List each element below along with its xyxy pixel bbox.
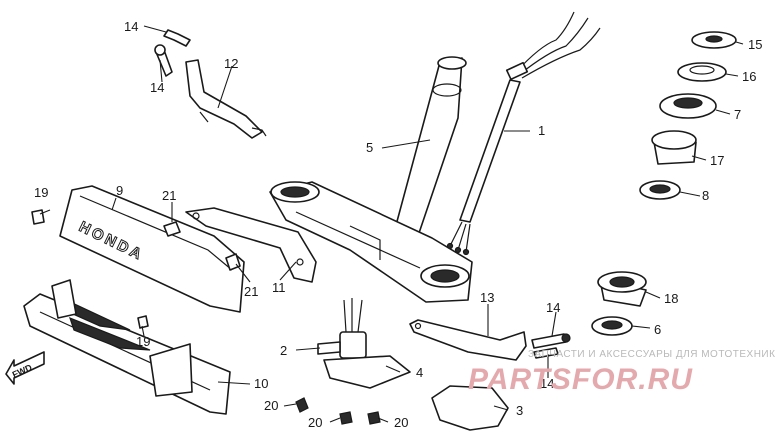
steering-stem — [269, 56, 473, 303]
callout-5: 5 — [366, 140, 373, 155]
lower-bearing — [591, 271, 647, 336]
watermark: ЗАПЧАСТИ И АКСЕССУАРЫ ДЛЯ МОТОТЕХНИКИ PA… — [468, 349, 776, 396]
callout-3: 3 — [516, 403, 523, 418]
callout-15: 15 — [748, 37, 762, 52]
switch-assembly — [317, 298, 411, 389]
forward-arrow: FWD — [5, 351, 45, 385]
cover-3 — [431, 385, 509, 431]
callout-14-b: 14 — [150, 80, 164, 95]
callout-8: 8 — [702, 188, 709, 203]
watermark-caption: ЗАПЧАСТИ И АКСЕССУАРЫ ДЛЯ МОТОТЕХНИКИ — [528, 349, 776, 360]
headlight-cowl: HONDA — [59, 185, 245, 313]
callout-16: 16 — [742, 69, 756, 84]
callout-9: 9 — [116, 183, 123, 198]
callouts: 1 2 3 4 5 6 7 8 9 10 11 12 13 14 14 14 1… — [34, 19, 762, 430]
callout-14-a: 14 — [124, 19, 138, 34]
callout-19-a: 19 — [34, 185, 48, 200]
watermark-logo: PARTSFOR.RU — [468, 363, 693, 396]
callout-1: 1 — [538, 123, 545, 138]
callout-12: 12 — [224, 56, 238, 71]
lower-visor — [23, 279, 231, 415]
callout-10: 10 — [254, 376, 268, 391]
callout-14-d: 14 — [540, 376, 554, 391]
cowl-stay — [185, 207, 317, 283]
callout-19-b: 19 — [136, 334, 150, 349]
callout-20-b: 20 — [308, 415, 322, 430]
callout-21-a: 21 — [162, 188, 176, 203]
bracket-12 — [185, 59, 267, 139]
callout-7: 7 — [734, 107, 741, 122]
callout-6: 6 — [654, 322, 661, 337]
leader-lines — [39, 25, 744, 423]
fasteners — [31, 29, 571, 425]
callout-20-c: 20 — [394, 415, 408, 430]
bracket-13 — [409, 319, 527, 361]
callout-4: 4 — [416, 365, 423, 380]
callout-18: 18 — [664, 291, 678, 306]
callout-17: 17 — [710, 153, 724, 168]
callout-13: 13 — [480, 290, 494, 305]
callout-20-a: 20 — [264, 398, 278, 413]
wire-harness — [446, 11, 601, 256]
callout-2: 2 — [280, 343, 287, 358]
callout-14-c: 14 — [546, 300, 560, 315]
callout-11: 11 — [272, 280, 286, 295]
callout-21-b: 21 — [244, 284, 258, 299]
bearing-stack — [639, 31, 737, 200]
